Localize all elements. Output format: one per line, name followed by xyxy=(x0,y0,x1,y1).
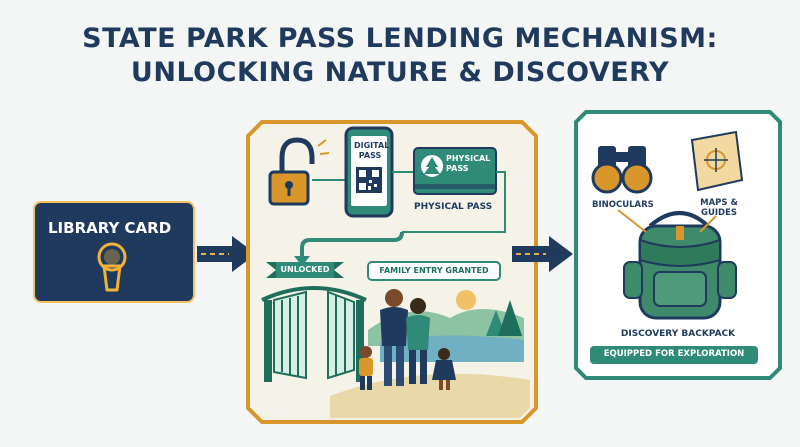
page-title: STATE PARK PASS LENDING MECHANISM: UNLOC… xyxy=(0,22,800,90)
binoculars-icon xyxy=(591,146,653,194)
library-card-label: LIBRARY CARD xyxy=(48,219,172,237)
keyhole-icon xyxy=(97,242,127,292)
maps-guides-label: MAPS & GUIDES xyxy=(696,198,742,218)
family-entry-label: FAMILY ENTRY GRANTED xyxy=(379,266,489,275)
equipped-label: EQUIPPED FOR EXPLORATION xyxy=(603,349,745,359)
qr-code-icon xyxy=(356,167,382,193)
binoculars-label: BINOCULARS xyxy=(592,200,654,210)
physical-card-label-line2: PASS xyxy=(446,164,469,173)
physical-card-label-line1: PHYSICAL xyxy=(446,154,491,163)
library-card xyxy=(33,201,195,303)
digital-pass-label-line1: DIGITAL xyxy=(354,141,390,150)
family-entry-pill-bg xyxy=(367,261,501,281)
equipped-pill-bg xyxy=(590,346,758,364)
connector-to-unlocked xyxy=(294,171,506,266)
arrow-pass-to-backpack xyxy=(512,236,573,272)
physical-pass-caption: PHYSICAL PASS xyxy=(414,202,493,212)
digital-pass-label: DIGITAL PASS xyxy=(354,141,390,161)
backpack-icon xyxy=(617,209,737,320)
map-icon xyxy=(690,130,744,192)
title-line-1: STATE PARK PASS LENDING MECHANISM: xyxy=(82,23,718,54)
family-illustration xyxy=(359,289,456,390)
maps-label-line2: GUIDES xyxy=(700,208,738,218)
open-padlock-icon xyxy=(268,137,330,206)
unlocked-ribbon-label: UNLOCKED xyxy=(280,265,330,274)
title-line-2: UNLOCKING NATURE & DISCOVERY xyxy=(130,57,670,88)
unlocked-ribbon xyxy=(266,262,344,278)
backpack-label: DISCOVERY BACKPACK xyxy=(620,329,736,339)
arrow-card-to-pass xyxy=(197,236,256,272)
park-gate-illustration xyxy=(261,286,367,382)
physical-card-label: PHYSICAL PASS xyxy=(446,154,490,174)
digital-pass-label-line2: PASS xyxy=(358,151,382,160)
maps-label-line1: MAPS & xyxy=(700,198,738,208)
